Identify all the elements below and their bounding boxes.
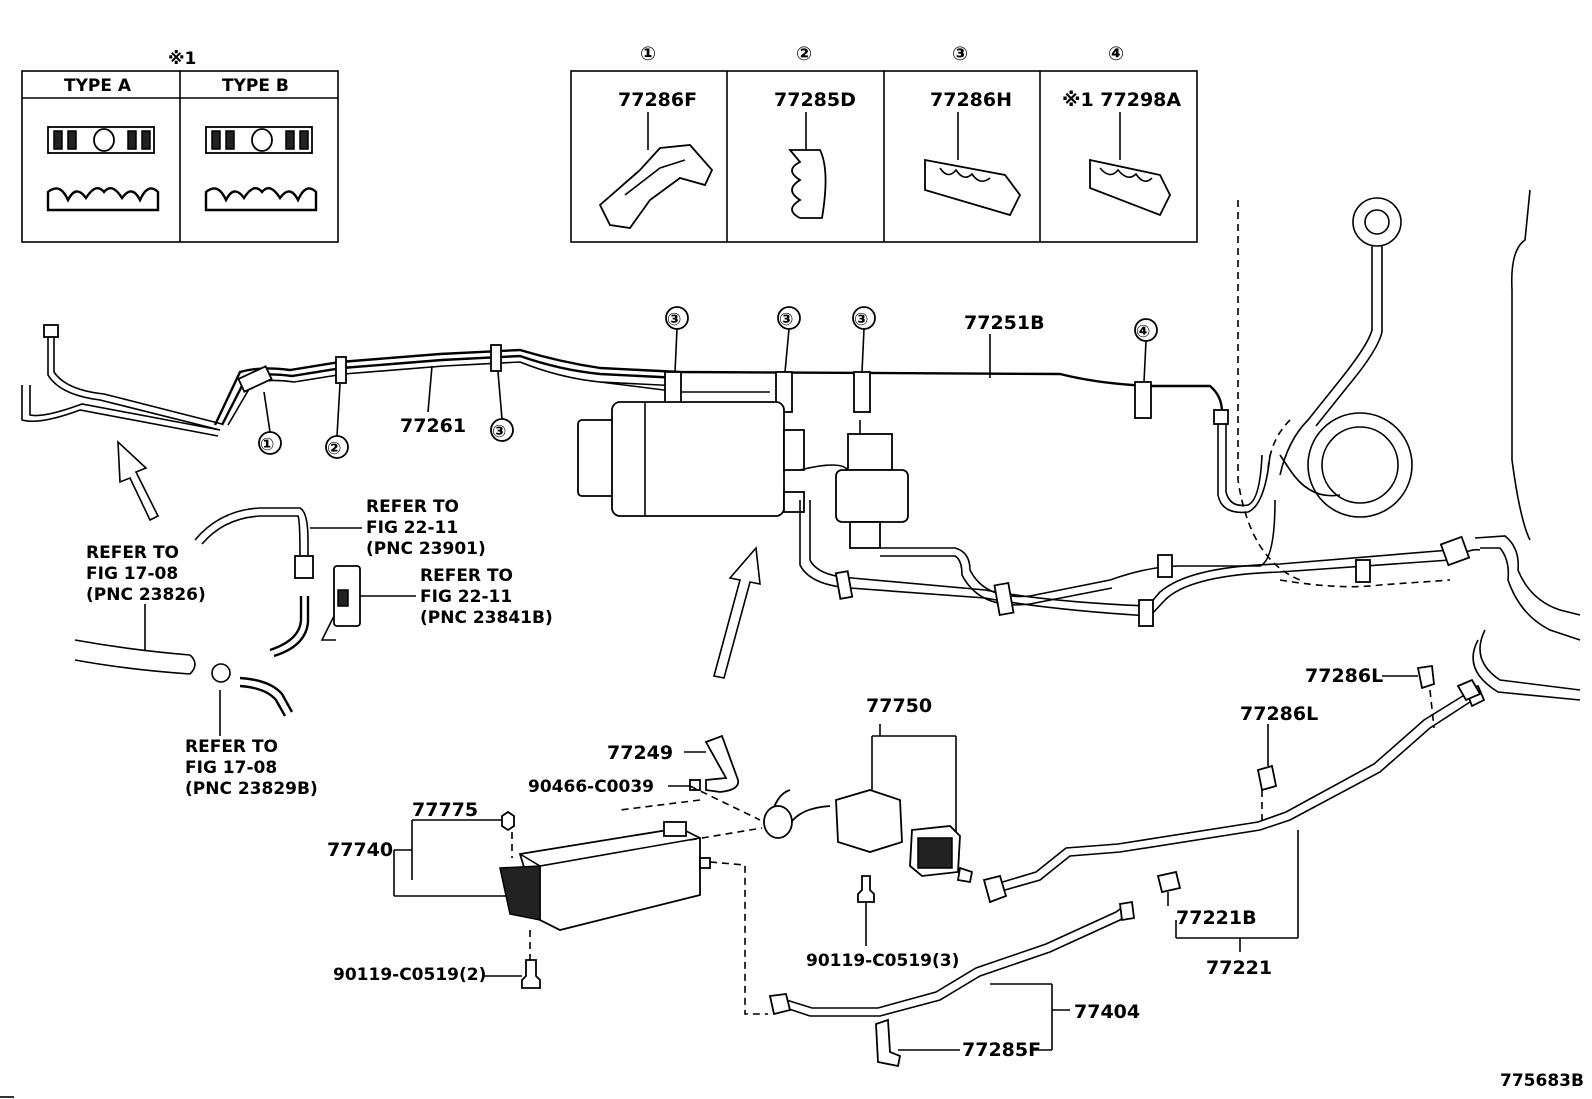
type-b-label: TYPE B: [222, 76, 289, 96]
clamp-col-2-part: 77285D: [774, 89, 856, 111]
refer-note-3: REFER TO FIG 22-11 (PNC 23841B): [360, 566, 553, 628]
refer-note-1: REFER TO FIG 17-08 (PNC 23826): [86, 543, 206, 650]
upper-canister: [577, 401, 805, 517]
label-77404: 77404: [1074, 1001, 1140, 1023]
figure-code: 775683B: [1500, 1071, 1584, 1091]
type-b-clip-icon: [204, 126, 318, 212]
refer-2-line-2: FIG 22-11: [366, 518, 458, 538]
callout-2: ②: [327, 439, 341, 459]
refer-4-line-1: REFER TO: [185, 737, 278, 757]
callout-3-a: ③: [492, 422, 506, 442]
refer-note-4: REFER TO FIG 17-08 (PNC 23829B): [185, 690, 318, 799]
refer-1-line-2: FIG 17-08: [86, 564, 178, 584]
upper-vsv-valve: [835, 420, 909, 549]
type-legend-note: ※1: [168, 49, 196, 69]
refer-1-line-3: (PNC 23826): [86, 585, 206, 605]
label-77251B: 77251B: [964, 312, 1045, 334]
refer-4-line-3: (PNC 23829B): [185, 779, 318, 799]
label-77286L-b: 77286L: [1240, 703, 1318, 725]
refer-2-line-3: (PNC 23901): [366, 539, 486, 559]
clamp-table: ① ② ③ ④ 77286F 77285D 77286H ※1 77298A: [570, 43, 1198, 243]
type-a-clip-icon: [46, 126, 160, 212]
refer-4-line-2: FIG 17-08: [185, 758, 277, 778]
callout-3-b: ③: [667, 310, 681, 330]
callout-3-d: ③: [854, 310, 868, 330]
label-77221: 77221: [1206, 957, 1272, 979]
label-90466: 90466-C0039: [528, 777, 654, 797]
clamp-77286H-icon: [924, 112, 1022, 217]
callout-1: ①: [260, 435, 274, 455]
clamp-col-2-num: ②: [796, 43, 812, 65]
clamp-col-4-part: ※1 77298A: [1062, 89, 1181, 111]
clamp-col-1-part: 77286F: [618, 89, 697, 111]
label-77750: 77750: [866, 695, 932, 717]
label-77775: 77775: [412, 799, 478, 821]
clamp-col-4-num: ④: [1108, 43, 1124, 65]
label-77740: 77740: [327, 839, 393, 861]
upper-pipe-assembly: [21, 189, 1581, 701]
lower-assembly: 77249 90466-C0039 77775 77740: [327, 664, 1486, 1068]
label-90119-3: 90119-C0519(3): [806, 951, 959, 971]
clamp-col-3-part: 77286H: [930, 89, 1012, 111]
refer-2-line-1: REFER TO: [366, 497, 459, 517]
clamp-col-3-num: ③: [952, 43, 968, 65]
lower-vsv-valve: [763, 789, 974, 884]
clamp-77286F-icon: [598, 112, 714, 229]
type-a-label: TYPE A: [64, 76, 132, 96]
label-90119-2: 90119-C0519(2): [333, 965, 486, 985]
lower-canister: [499, 821, 711, 931]
refer-3-line-2: FIG 22-11: [420, 587, 512, 607]
label-77249: 77249: [607, 742, 673, 764]
refer-3-line-1: REFER TO: [420, 566, 513, 586]
type-legend-box: ※1 TYPE A TYPE B: [21, 49, 339, 243]
clamp-77298A-icon: [1089, 112, 1172, 217]
label-77261: 77261: [400, 415, 466, 437]
label-77221B: 77221B: [1176, 907, 1257, 929]
callout-3-c: ③: [779, 310, 793, 330]
refer-note-2: REFER TO FIG 22-11 (PNC 23901): [310, 497, 486, 559]
refer-1-line-1: REFER TO: [86, 543, 179, 563]
label-77285F: 77285F: [962, 1039, 1041, 1061]
clamp-col-1-num: ①: [640, 43, 656, 65]
refer-3-line-3: (PNC 23841B): [420, 608, 553, 628]
callout-4: ④: [1136, 322, 1150, 342]
referenced-hoses: [74, 507, 361, 717]
label-77286L-a: 77286L: [1305, 665, 1383, 687]
callout-markers: ① ② ③ ③ ③ ③ ④: [258, 306, 1158, 459]
reference-arrows: [117, 440, 761, 679]
clamp-77285D-icon: [788, 112, 827, 219]
